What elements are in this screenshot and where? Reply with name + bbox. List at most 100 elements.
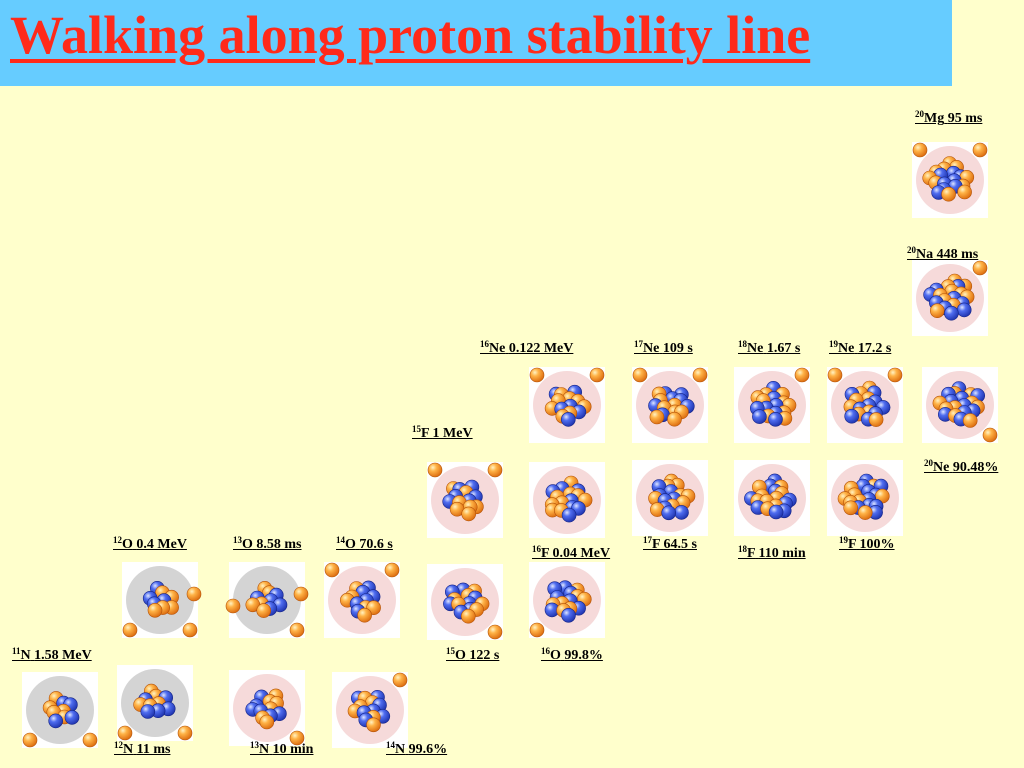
- nucleus-f18: [734, 460, 810, 536]
- nucleus-n11: [22, 672, 98, 748]
- proton: [827, 367, 843, 383]
- proton: [632, 367, 648, 383]
- proton: [256, 603, 272, 618]
- title-bar: Walking along proton stability line: [0, 0, 952, 86]
- neutron: [752, 409, 767, 424]
- nucleus-n14: [332, 672, 408, 748]
- label-na20: 20Na 448 ms: [907, 245, 979, 263]
- nucleus-f17: [632, 460, 708, 536]
- neutron: [956, 302, 972, 318]
- proton: [589, 367, 605, 383]
- label-ne17: 17Ne 109 s: [634, 339, 693, 357]
- proton: [289, 730, 305, 746]
- neutron: [768, 504, 784, 520]
- nucleus-o12: [122, 562, 202, 638]
- proton: [487, 624, 503, 640]
- proton: [912, 142, 928, 158]
- proton: [887, 367, 903, 383]
- proton: [962, 413, 978, 428]
- proton: [957, 184, 972, 200]
- proton: [392, 672, 408, 688]
- label-mg20: 20Mg 95 ms: [915, 109, 983, 127]
- nucleus-ne16: [529, 367, 605, 443]
- neutron: [561, 607, 576, 623]
- label-n13: 13N 10 min: [250, 740, 314, 758]
- proton: [461, 506, 477, 522]
- proton: [182, 622, 198, 638]
- nucleus-f19: [827, 460, 903, 536]
- proton: [460, 608, 476, 624]
- nucleus-ne19: [827, 367, 903, 443]
- neutron: [674, 505, 689, 520]
- neutron: [64, 710, 80, 725]
- nucleus-na20: [912, 260, 988, 336]
- proton: [22, 732, 38, 748]
- label-o15: 15O 122 s: [446, 646, 500, 664]
- proton: [529, 622, 545, 638]
- proton: [649, 409, 665, 425]
- label-n12: 12N 11 ms: [114, 740, 171, 758]
- nucleus-f15: [427, 462, 503, 538]
- label-o13: 13O 8.58 ms: [233, 535, 302, 553]
- proton: [667, 411, 682, 427]
- proton: [972, 260, 988, 276]
- proton: [225, 598, 241, 614]
- label-n11: 11N 1.58 MeV: [12, 646, 92, 664]
- nucleus-o14: [324, 562, 400, 638]
- label-f15: 15F 1 MeV: [412, 424, 473, 442]
- nucleus-o15: [427, 564, 503, 640]
- nucleus-o16: [529, 562, 605, 638]
- proton: [843, 500, 859, 516]
- nucleus-ne17: [632, 367, 708, 443]
- nucleus-n13: [229, 670, 305, 746]
- nucleus-f16: [529, 462, 605, 538]
- proton: [427, 462, 443, 478]
- proton: [293, 586, 309, 602]
- proton: [122, 622, 138, 638]
- proton: [929, 303, 945, 319]
- proton: [529, 367, 545, 383]
- proton: [366, 717, 381, 733]
- label-f16: 16F 0.04 MeV: [532, 544, 611, 562]
- proton: [147, 602, 163, 618]
- proton: [972, 142, 988, 158]
- proton: [857, 505, 873, 520]
- neutron: [561, 507, 577, 523]
- nucleus-o13: [225, 562, 309, 638]
- label-o16: 16O 99.8%: [541, 646, 603, 664]
- proton: [794, 367, 810, 383]
- proton: [692, 367, 708, 383]
- proton: [982, 427, 998, 443]
- label-ne20: 20Ne 90.48%: [924, 458, 999, 476]
- neutron: [768, 411, 783, 427]
- proton: [117, 725, 133, 741]
- nucleus-mg20: [912, 142, 988, 218]
- nucleus-ne18: [734, 367, 810, 443]
- neutron: [944, 305, 959, 321]
- proton: [941, 186, 956, 202]
- nucleus-n12: [117, 665, 193, 741]
- label-f19: 19F 100%: [839, 535, 895, 553]
- label-n14: 14N 99.6%: [386, 740, 448, 758]
- nucleus-ne20: [922, 367, 998, 443]
- neutron: [844, 408, 860, 424]
- proton: [384, 562, 400, 578]
- proton: [289, 622, 305, 638]
- proton: [357, 607, 372, 623]
- label-f18: 18F 110 min: [738, 544, 806, 562]
- label-ne16: 16Ne 0.122 MeV: [480, 339, 574, 357]
- label-f17: 17F 64.5 s: [643, 535, 697, 553]
- neutron: [140, 704, 156, 719]
- label-o14: 14O 70.6 s: [336, 535, 393, 553]
- proton: [487, 462, 503, 478]
- proton: [82, 732, 98, 748]
- proton: [324, 562, 340, 578]
- page-title: Walking along proton stability line: [10, 5, 811, 65]
- proton: [259, 714, 275, 730]
- neutron: [560, 412, 576, 427]
- proton: [177, 725, 193, 741]
- label-ne19: 19Ne 17.2 s: [829, 339, 892, 357]
- neutron: [661, 505, 677, 521]
- label-ne18: 18Ne 1.67 s: [738, 339, 801, 357]
